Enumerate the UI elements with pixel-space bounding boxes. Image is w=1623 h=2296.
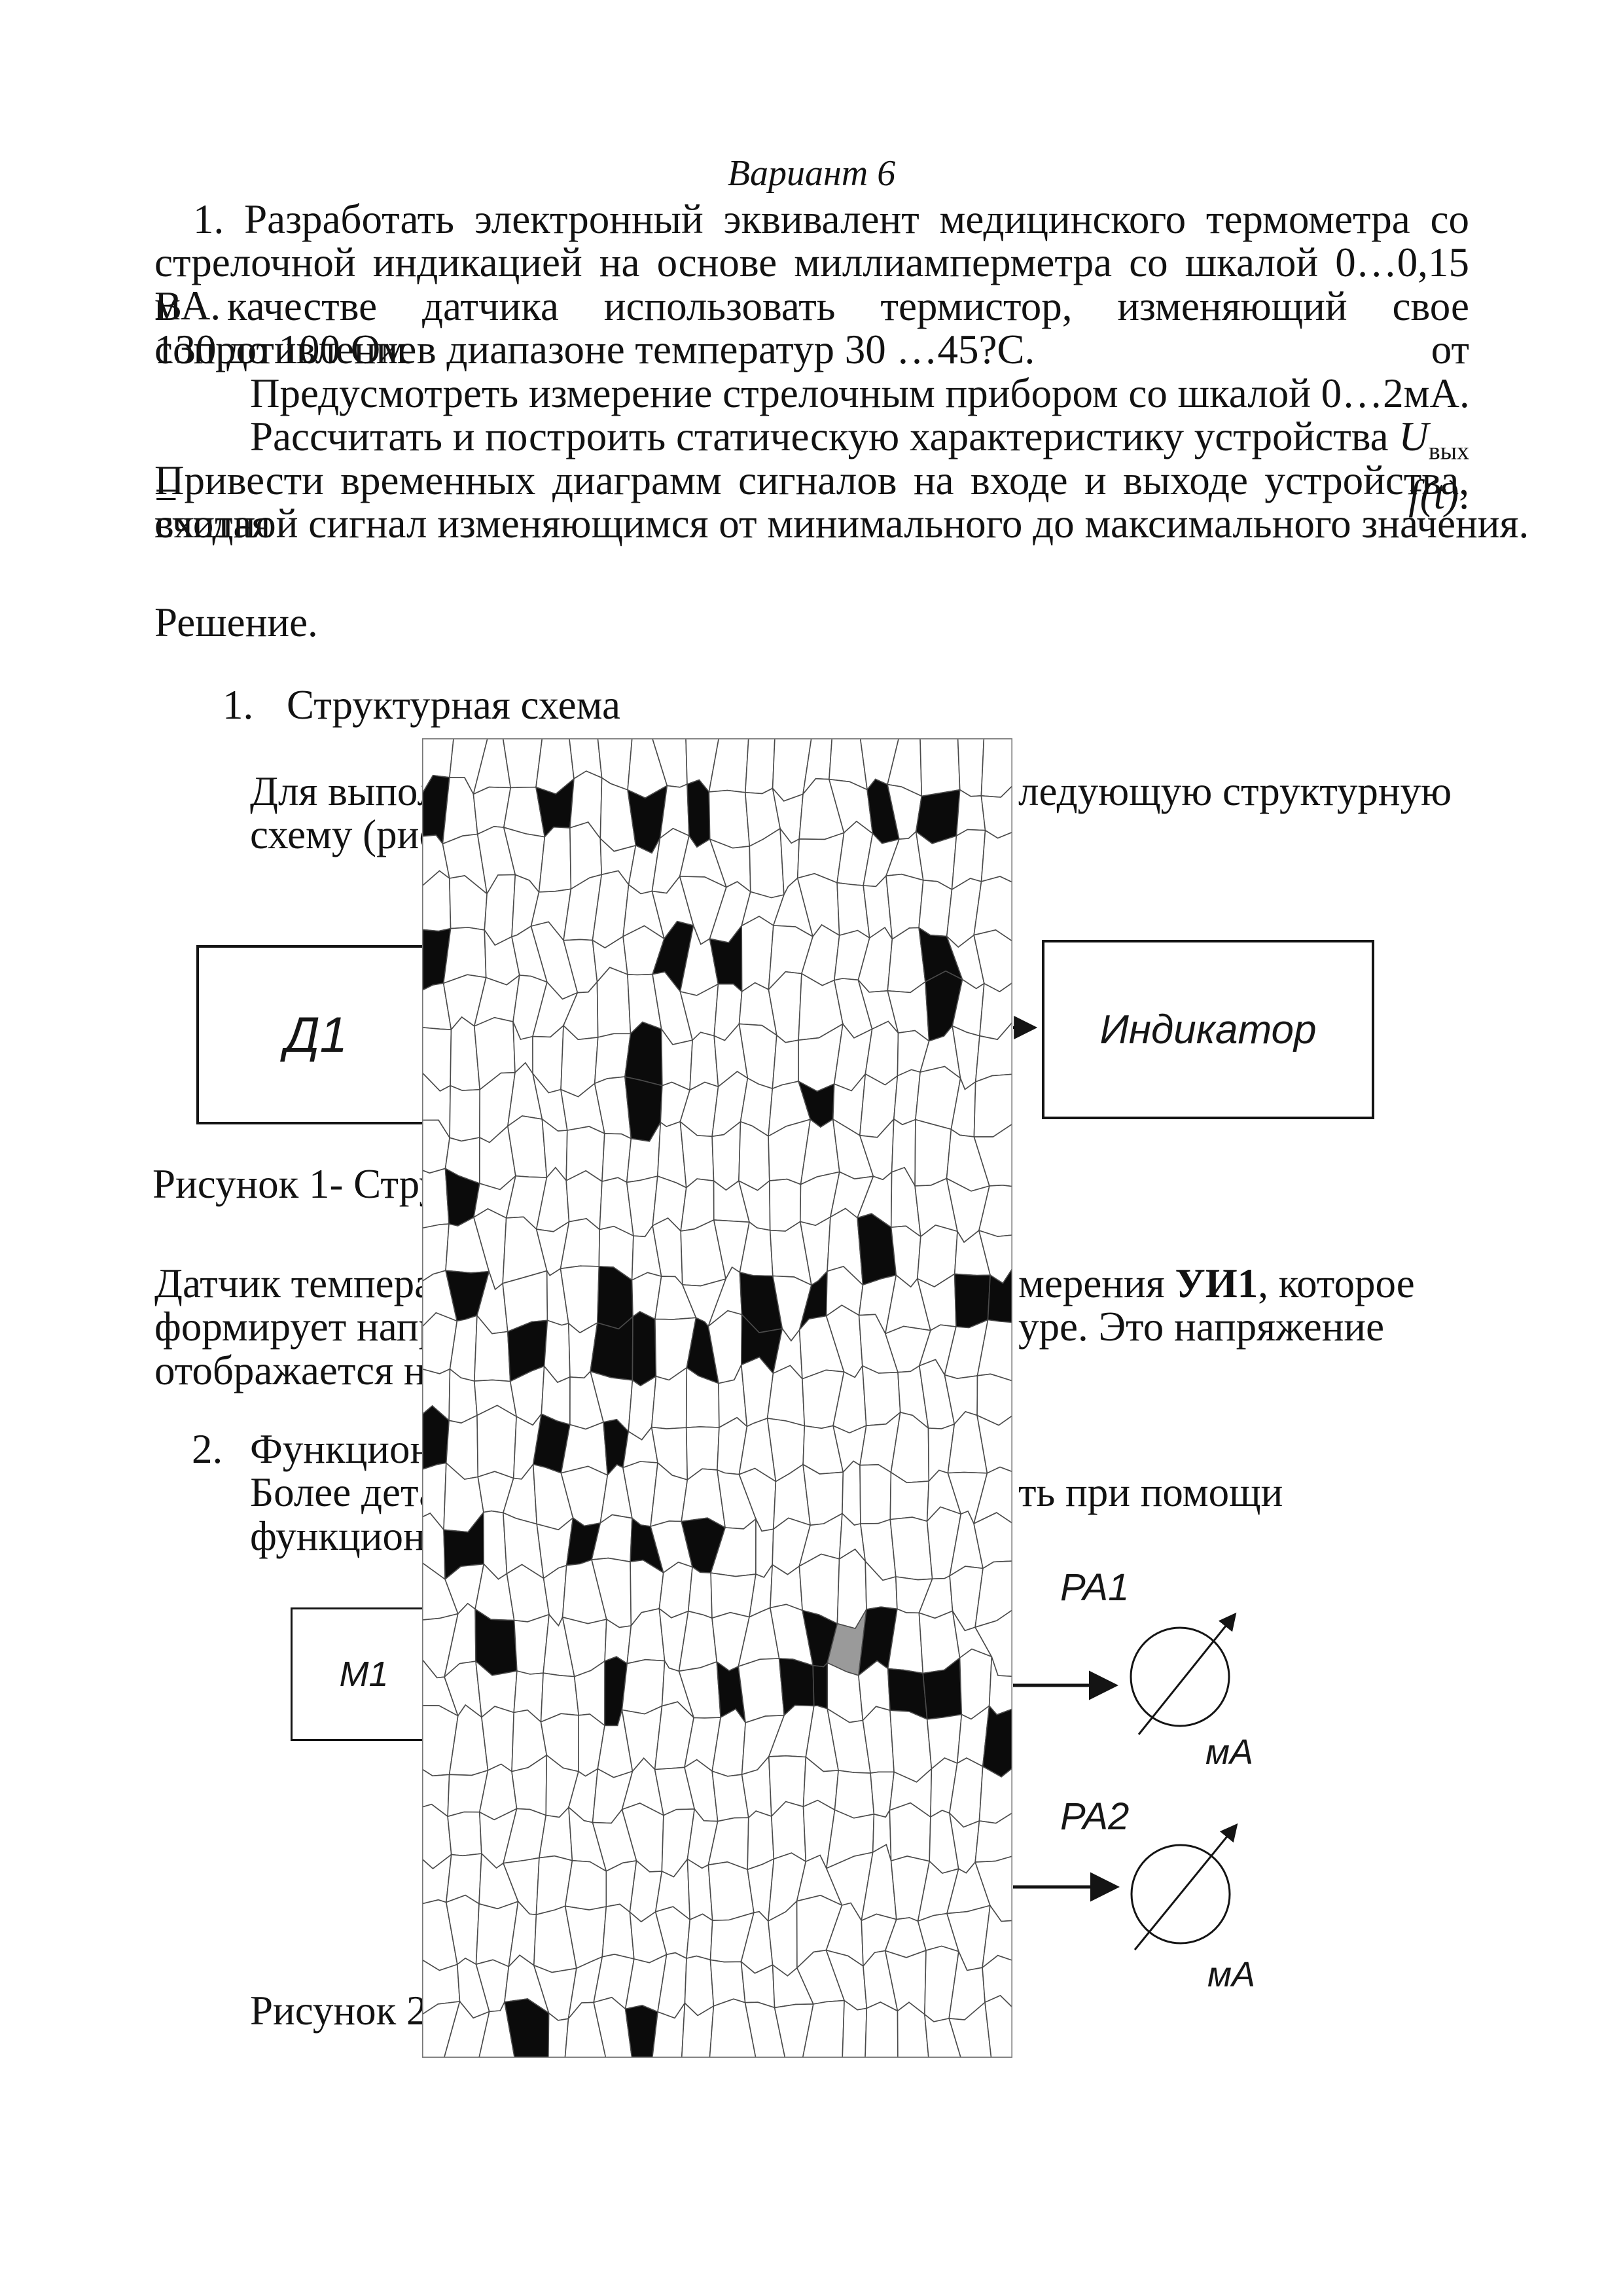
para2-line1-right-pre: мерения bbox=[1018, 1261, 1175, 1306]
task-line-4: 130 до 100 Ом в диапазоне температур 30 … bbox=[154, 327, 1035, 372]
meter2-label: PA2 bbox=[1060, 1795, 1130, 1838]
task-line-8: входной сигнал изменяющимся от минимальн… bbox=[154, 501, 1529, 547]
block-d1: Д1 bbox=[196, 945, 436, 1124]
solution-label: Решение. bbox=[154, 600, 318, 645]
para1-line1-right: ледующую структурную bbox=[1018, 768, 1452, 814]
formula-post-text: . bbox=[1459, 471, 1469, 518]
meter1-label: PA1 bbox=[1060, 1566, 1130, 1609]
figure1-caption: Рисунок 1- Стру bbox=[152, 1161, 440, 1207]
para1-line1-left: Для выпол bbox=[250, 768, 438, 814]
formula-equals: = bbox=[154, 471, 1409, 518]
figure2-caption: Рисунок 2 bbox=[250, 1988, 427, 2034]
para2-line2-left: формирует напр bbox=[154, 1304, 440, 1350]
para2-line3-left: отображается на bbox=[154, 1348, 444, 1393]
para2-line2-right: уре. Это напряжение bbox=[1018, 1304, 1385, 1350]
block-indicator: Индикатор bbox=[1042, 940, 1374, 1119]
section2-number: 2. bbox=[192, 1426, 223, 1472]
formula-pre-text: Рассчитать и построить статическую харак… bbox=[250, 414, 1399, 459]
task-line-3: В качестве датчика использовать термисто… bbox=[154, 283, 1469, 372]
section1-title: Структурная схема bbox=[287, 682, 620, 728]
block-m1-label: М1 bbox=[339, 1655, 389, 1694]
section2-line2-left: Более дета bbox=[250, 1469, 438, 1515]
meter2-unit: мА bbox=[1207, 1955, 1256, 1994]
block-indicator-label: Индикатор bbox=[1099, 1007, 1317, 1052]
meter1-unit: мА bbox=[1205, 1732, 1254, 1772]
task-line-5: Предусмотреть измерение стрелочным прибо… bbox=[250, 370, 1470, 416]
para2-ui1-bold: УИ1 bbox=[1175, 1261, 1258, 1306]
para2-line1-right-post: , которое bbox=[1258, 1261, 1415, 1306]
task-line-1: 1. Разработать электронный эквивалент ме… bbox=[193, 196, 1469, 242]
section2-line2-right: ть при помощи bbox=[1018, 1469, 1283, 1515]
formula-ft: f(t) bbox=[1408, 471, 1459, 518]
task-line-2: стрелочной индикацией на основе миллиамп… bbox=[154, 240, 1469, 329]
para2-line1-left: Датчик темпера bbox=[154, 1261, 433, 1306]
block-d1-label: Д1 bbox=[285, 1007, 348, 1063]
redaction-mosaic bbox=[422, 738, 1012, 2058]
formula-u-symbol: U bbox=[1399, 414, 1429, 459]
block-m1: М1 bbox=[291, 1607, 437, 1741]
section2-line3-left: функциона bbox=[250, 1513, 444, 1559]
section1-number: 1. bbox=[223, 682, 254, 728]
para2-line1-right: мерения УИ1, которое bbox=[1018, 1262, 1415, 1305]
task-line-6: Рассчитать и построить статическую харак… bbox=[154, 415, 1469, 516]
page-title: Вариант 6 bbox=[727, 153, 896, 194]
formula-subscript: вых bbox=[1428, 437, 1469, 465]
task-line-7: Привести временных диаграмм сигналов на … bbox=[154, 457, 1469, 547]
section2-title: Функцион bbox=[250, 1426, 433, 1472]
para1-line2-left: схему (рис bbox=[250, 812, 438, 857]
